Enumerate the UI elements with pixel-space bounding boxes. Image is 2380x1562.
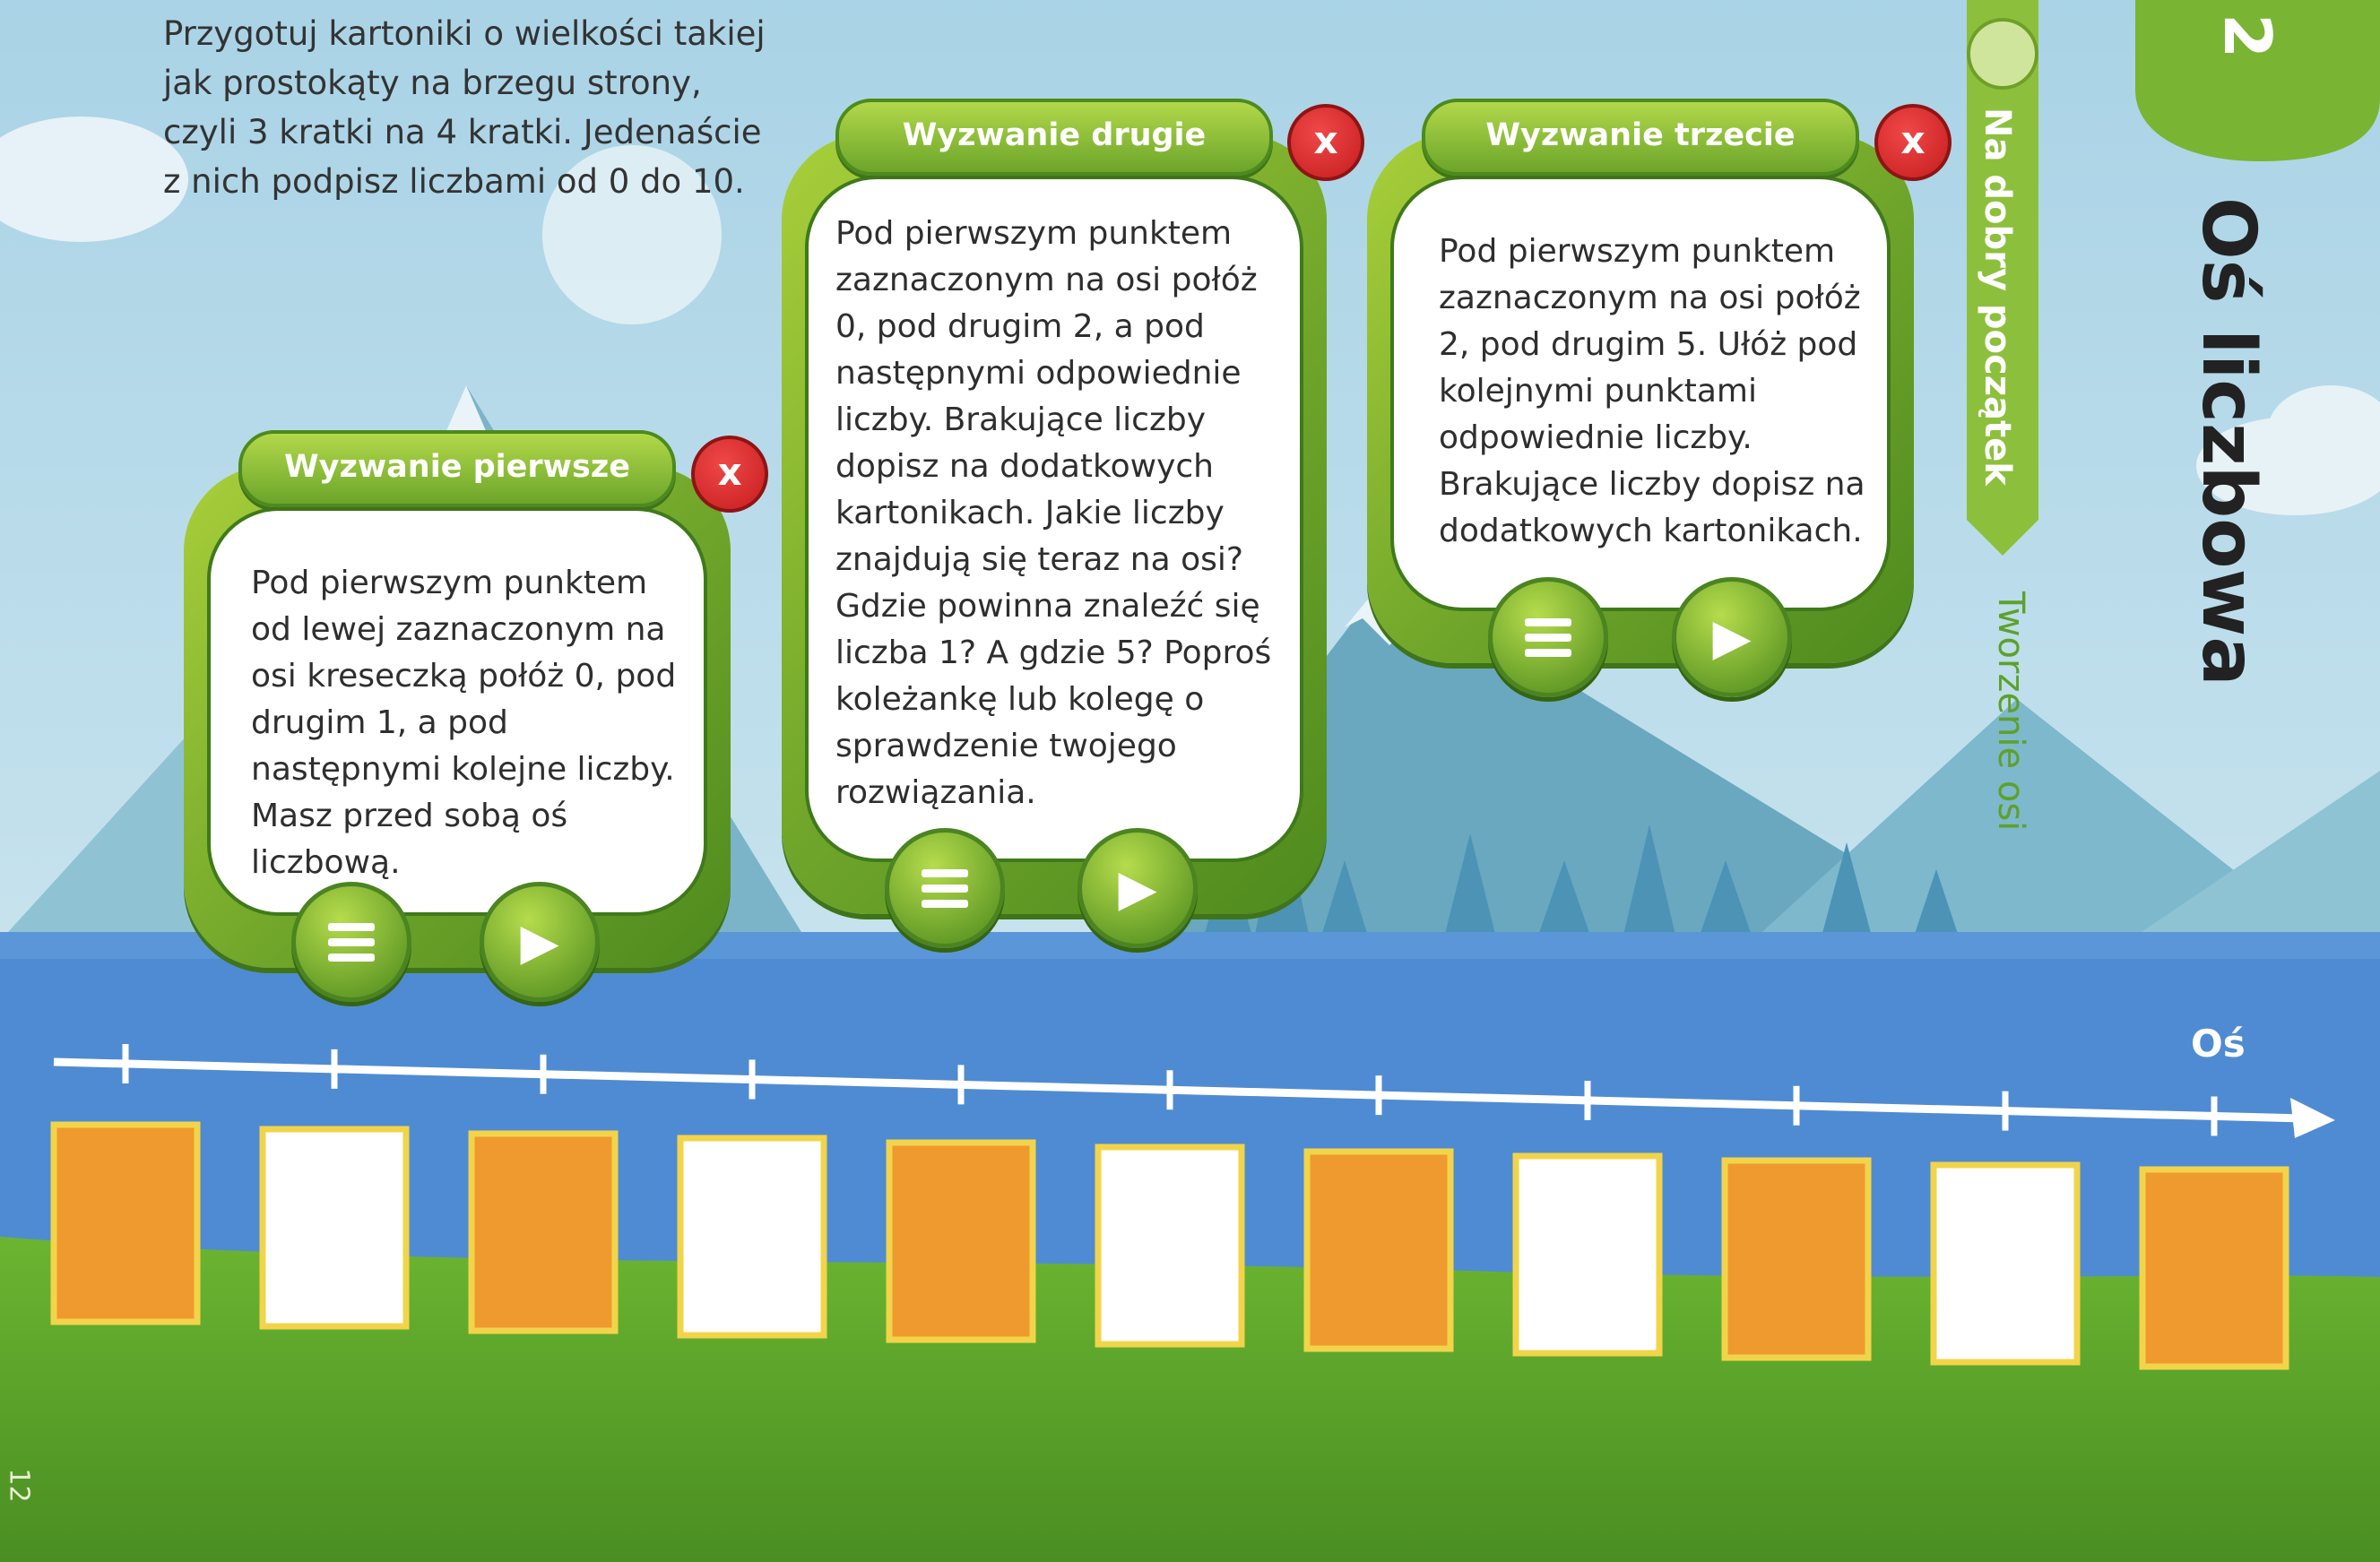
section-tab <box>1967 0 2038 556</box>
number-card-3 <box>677 1135 827 1339</box>
close-icon[interactable]: x <box>691 436 768 513</box>
number-card-8 <box>1721 1157 1872 1361</box>
number-card-7 <box>1512 1152 1663 1357</box>
close-icon[interactable]: x <box>1287 104 1364 181</box>
challenge-title: Wyzwanie trzecie <box>1422 99 1859 176</box>
card-inner <box>805 176 1303 862</box>
list-button[interactable] <box>291 882 411 1002</box>
challenge-text: Pod pierwszym punktem zaznaczonym na osi… <box>1439 233 1865 549</box>
page-number: 12 <box>3 1468 35 1503</box>
challenge-title: Wyzwanie drugie <box>835 99 1273 176</box>
number-card-10 <box>2139 1166 2289 1370</box>
play-icon: ▶ <box>1712 608 1752 667</box>
number-card-9 <box>1930 1161 2081 1366</box>
card-inner <box>207 507 707 916</box>
number-card-5 <box>1095 1143 1245 1348</box>
number-card-6 <box>1303 1148 1454 1352</box>
challenge-card-1: Wyzwanie pierwsze x Pod pierwszym punkte… <box>184 430 768 1002</box>
sun-shape <box>542 145 722 324</box>
list-icon <box>1525 617 1571 657</box>
play-button[interactable]: ▶ <box>1672 577 1792 697</box>
challenge-card-3: Wyzwanie trzecie x Pod pierwszym punktem… <box>1367 99 1952 697</box>
list-button[interactable] <box>1488 577 1608 697</box>
axis-arrow-icon <box>2290 1098 2335 1138</box>
number-card-0 <box>50 1121 201 1325</box>
challenge-text: Pod pierwszym punktem zaznaczonym na osi… <box>835 215 1272 811</box>
play-icon: ▶ <box>1118 859 1157 918</box>
list-icon <box>922 868 968 908</box>
axis-label: Oś <box>2191 1022 2246 1066</box>
play-button[interactable]: ▶ <box>480 882 600 1002</box>
challenge-text: Pod pierwszym punktem od lewej zaznaczon… <box>251 565 677 881</box>
number-card-4 <box>886 1139 1036 1343</box>
close-icon[interactable]: x <box>1874 104 1952 181</box>
number-card-2 <box>468 1130 619 1334</box>
section-label: Na dobry początek <box>1977 108 2018 486</box>
number-card-1 <box>259 1126 410 1330</box>
challenge-card-2: Wyzwanie drugie x Pod pierwszym punktem … <box>782 99 1364 948</box>
list-button[interactable] <box>885 828 1005 948</box>
play-icon: ▶ <box>520 912 559 971</box>
play-button[interactable]: ▶ <box>1077 828 1198 948</box>
intro-paragraph: Przygotuj kartoniki o wielkości takiej j… <box>163 14 766 201</box>
chapter-title: Oś liczbowa <box>2185 197 2271 686</box>
challenge-title: Wyzwanie pierwsze <box>238 430 676 507</box>
chapter-number: 2 <box>2210 13 2285 59</box>
subsection-label: Tworzenie osi <box>1990 591 2031 832</box>
card-inner <box>1390 176 1891 611</box>
list-icon <box>328 922 375 962</box>
axis-line <box>53 1057 2305 1123</box>
chapter-number-shape <box>2135 0 2380 161</box>
